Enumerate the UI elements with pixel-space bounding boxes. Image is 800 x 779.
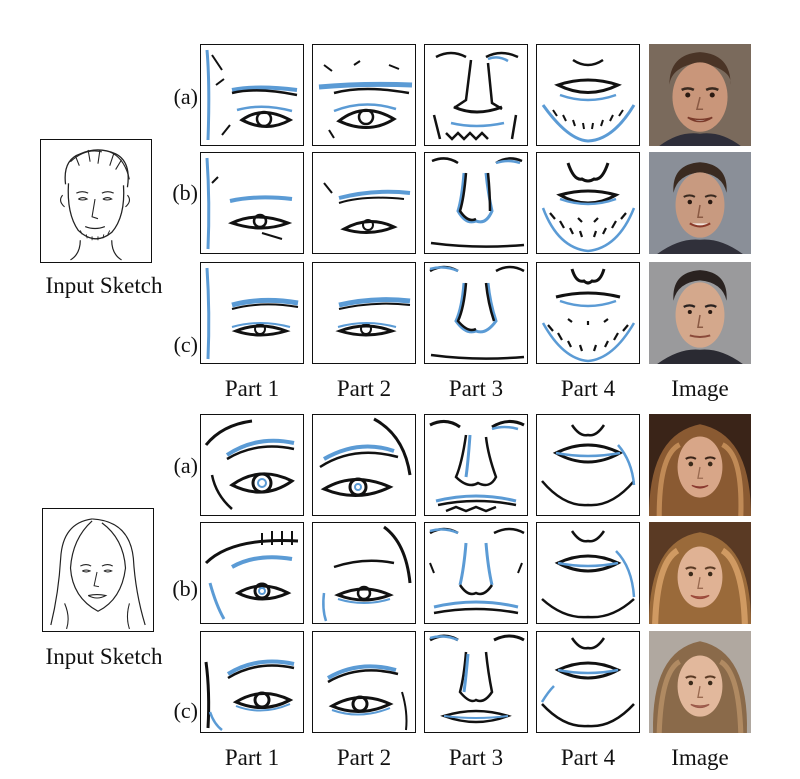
- panel-female-b-part3: [424, 522, 528, 624]
- row-label-b-female: (b): [172, 576, 198, 601]
- panel-male-a-part4: [536, 44, 640, 146]
- panel-male-a-part3: [424, 44, 528, 146]
- photo-female-b: [648, 522, 752, 624]
- photo-female-c: [648, 631, 752, 733]
- col-label-part4-male: Part 4: [560, 376, 616, 401]
- row-label-a-male: (a): [173, 84, 198, 109]
- row-label-c-female: (c): [173, 698, 198, 723]
- row-label-a-female: (a): [173, 453, 198, 478]
- col-label-image-male: Image: [671, 376, 729, 401]
- panel-male-b-part1: [200, 152, 304, 254]
- photo-male-b: [648, 152, 752, 254]
- panel-male-c-part2: [312, 262, 416, 364]
- input-sketch-caption-female: Input Sketch: [45, 644, 163, 669]
- panel-female-b-part1: [200, 522, 304, 624]
- panel-female-b-part2: [312, 522, 416, 624]
- panel-male-c-part4: [536, 262, 640, 364]
- panel-female-a-part3: [424, 414, 528, 516]
- panel-male-c-part1: [200, 262, 304, 364]
- input-sketch-caption-male: Input Sketch: [45, 273, 163, 298]
- col-label-part2-male: Part 2: [336, 376, 392, 401]
- photo-male-a: [648, 44, 752, 146]
- col-label-part3-female: Part 3: [448, 745, 504, 770]
- input-sketch-male: [40, 139, 152, 263]
- panel-female-c-part4: [536, 631, 640, 733]
- col-label-part3-male: Part 3: [448, 376, 504, 401]
- input-sketch-female: [42, 508, 154, 632]
- female-sketch-drawing: [50, 518, 146, 630]
- col-label-part1-male: Part 1: [224, 376, 280, 401]
- panel-male-c-part3: [424, 262, 528, 364]
- col-label-image-female: Image: [671, 745, 729, 770]
- panel-male-b-part2: [312, 152, 416, 254]
- panel-male-a-part2: [312, 44, 416, 146]
- row-label-b-male: (b): [172, 180, 198, 205]
- photo-female-a: [648, 414, 752, 516]
- panel-female-c-part1: [200, 631, 304, 733]
- panel-female-c-part2: [312, 631, 416, 733]
- panel-male-b-part4: [536, 152, 640, 254]
- panel-female-c-part3: [424, 631, 528, 733]
- row-label-c-male: (c): [173, 332, 198, 357]
- panel-female-b-part4: [536, 522, 640, 624]
- panel-female-a-part1: [200, 414, 304, 516]
- panel-male-b-part3: [424, 152, 528, 254]
- panel-female-a-part2: [312, 414, 416, 516]
- panel-male-a-part1: [200, 44, 304, 146]
- photo-male-c: [648, 262, 752, 364]
- panel-female-a-part4: [536, 414, 640, 516]
- male-sketch-drawing: [60, 149, 130, 261]
- col-label-part2-female: Part 2: [336, 745, 392, 770]
- col-label-part4-female: Part 4: [560, 745, 616, 770]
- col-label-part1-female: Part 1: [224, 745, 280, 770]
